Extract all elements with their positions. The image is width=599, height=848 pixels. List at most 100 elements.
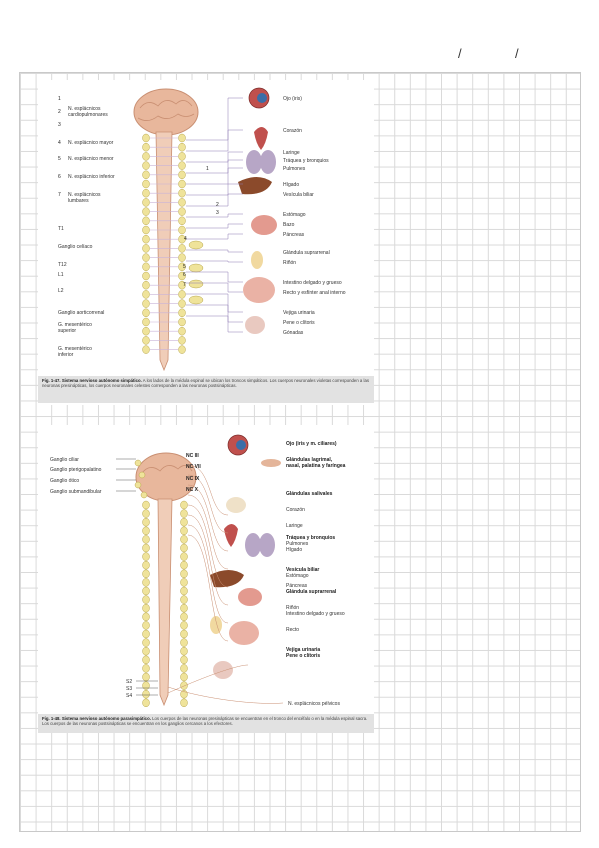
organ-label: Pene o clítoris: [286, 653, 320, 659]
organ-label: Estómago: [283, 212, 306, 218]
inner-number: 4: [184, 236, 187, 242]
organ-label: Tráquea y bronquios: [286, 535, 335, 541]
paravertebral-ganglion: [180, 517, 188, 527]
organ-label: Páncreas: [283, 232, 305, 238]
organ-label: Glándulas lagrimal,: [286, 457, 333, 463]
prevertebral-ganglion: [188, 240, 204, 250]
nerve-label: cardiopulmonares: [68, 112, 108, 118]
ganglion-label: Ganglio submandibular: [50, 489, 102, 495]
sympathetic-ganglion: [142, 152, 150, 161]
spinal-label: Ganglio aorticorrenal: [58, 310, 104, 316]
paravertebral-ganglion: [142, 560, 150, 570]
sympathetic-ganglion: [178, 290, 186, 299]
inner-number: 2: [216, 202, 219, 208]
cranial-nerve-label: NC III: [186, 453, 199, 459]
sympathetic-ganglion: [142, 308, 150, 318]
organ-label: Glándula suprarrenal: [286, 589, 337, 595]
sympathetic-ganglion: [178, 142, 186, 152]
organ-label: Pene o clítoris: [283, 320, 315, 326]
heart-illustration: [224, 524, 238, 547]
paravertebral-ganglion: [180, 595, 188, 604]
prevertebral-ganglion: [188, 263, 204, 273]
cranial-nerve-label: NC VII: [186, 464, 201, 470]
sympathetic-ganglion: [178, 152, 186, 161]
level-number: 2: [58, 109, 61, 115]
spinal-label: L1: [58, 272, 64, 278]
paravertebral-ganglion: [180, 526, 188, 536]
figure-1-caption-text: A los lados de la médula espinal se ubic…: [42, 378, 369, 389]
sympathetic-ganglion: [142, 299, 150, 308]
intestine-illustration: [229, 621, 259, 645]
sacral-label: S3: [126, 686, 132, 692]
sympathetic-ganglion: [178, 308, 186, 318]
liver-illustration: [238, 177, 272, 195]
organ-label: Laringe: [283, 150, 300, 156]
paravertebral-ganglion: [142, 509, 150, 518]
spinal-label: G. mesentérico: [58, 346, 92, 352]
lungs-illustration: [246, 150, 262, 174]
sympathetic-ganglion: [178, 326, 186, 336]
sympathetic-ganglion: [178, 225, 186, 235]
sacral-label: S2: [126, 679, 132, 685]
adrenal-kidney-illustration: [210, 616, 222, 634]
bladder-illustration: [213, 661, 233, 679]
organ-label: Vesícula biliar: [283, 192, 314, 198]
cranial-ganglion: [140, 491, 148, 499]
nerve-label: N. esplácnico menor: [68, 156, 114, 162]
paravertebral-ganglion: [142, 595, 150, 604]
nerve-label: N. esplácnicos: [68, 106, 101, 112]
nerve-label: lumbares: [68, 198, 89, 204]
figure-2-caption-text: Los cuerpos de las neuronas presináptica…: [42, 716, 368, 727]
paravertebral-ganglion: [142, 664, 150, 673]
figure-2-caption: Fig. 1-48. Sistema nervioso autónomo par…: [38, 714, 374, 733]
organ-label: Corazón: [283, 128, 302, 134]
sympathetic-ganglion: [142, 271, 150, 281]
sympathetic-ganglion: [142, 179, 150, 189]
paravertebral-ganglion: [142, 655, 150, 665]
figure-1-caption-title: Fig. 1-47. Sistema nervioso autónomo sim…: [42, 378, 142, 383]
organ-label: Ojo (iris y m. ciliares): [286, 441, 337, 447]
organ-label: Riñón: [283, 260, 296, 266]
paravertebral-ganglion: [142, 578, 150, 587]
sympathetic-ganglion: [178, 345, 186, 354]
sympathetic-ganglion: [178, 317, 186, 327]
nerve-label: N. esplácnicos: [68, 192, 101, 198]
sympathetic-ganglion: [142, 188, 150, 198]
organ-label: N. esplácnicos pélvicos: [288, 701, 340, 707]
organ-label: Gónadas: [283, 330, 304, 336]
paravertebral-ganglion: [180, 578, 188, 587]
organ-label: Corazón: [286, 507, 305, 513]
sympathetic-ganglion: [178, 133, 186, 143]
sympathetic-ganglion: [142, 345, 150, 354]
organ-label: Páncreas: [286, 583, 308, 589]
paravertebral-ganglion: [142, 526, 150, 536]
paravertebral-ganglion: [180, 535, 188, 544]
sympathetic-ganglion: [142, 216, 150, 226]
cranial-ganglion: [134, 481, 142, 489]
intestine-illustration: [243, 277, 275, 303]
organ-label: Vejiga urinaria: [286, 647, 320, 653]
spinal-cord: [155, 131, 173, 372]
organ-label: Laringe: [286, 523, 303, 529]
sympathetic-ganglion: [178, 188, 186, 198]
sympathetic-ganglion: [142, 244, 150, 253]
paravertebral-ganglion: [180, 612, 188, 622]
adrenal-kidney-illustration: [251, 251, 263, 269]
paravertebral-ganglion: [180, 500, 188, 510]
paravertebral-ganglion: [142, 500, 150, 510]
paravertebral-ganglion: [180, 655, 188, 665]
sympathetic-ganglion: [142, 317, 150, 327]
header-slash-1: /: [458, 46, 462, 61]
sympathetic-ganglion: [142, 133, 150, 143]
paravertebral-ganglion: [142, 681, 150, 690]
sympathetic-ganglion: [142, 142, 150, 152]
cranial-ganglion: [134, 459, 142, 467]
sympathetic-ganglion: [178, 271, 186, 281]
paravertebral-ganglion: [142, 543, 150, 553]
paravertebral-ganglion: [142, 569, 150, 579]
paravertebral-ganglion: [180, 698, 188, 708]
organ-label: Glándula suprarrenal: [283, 250, 330, 256]
paravertebral-ganglion: [180, 552, 188, 561]
paravertebral-ganglion: [180, 672, 188, 682]
